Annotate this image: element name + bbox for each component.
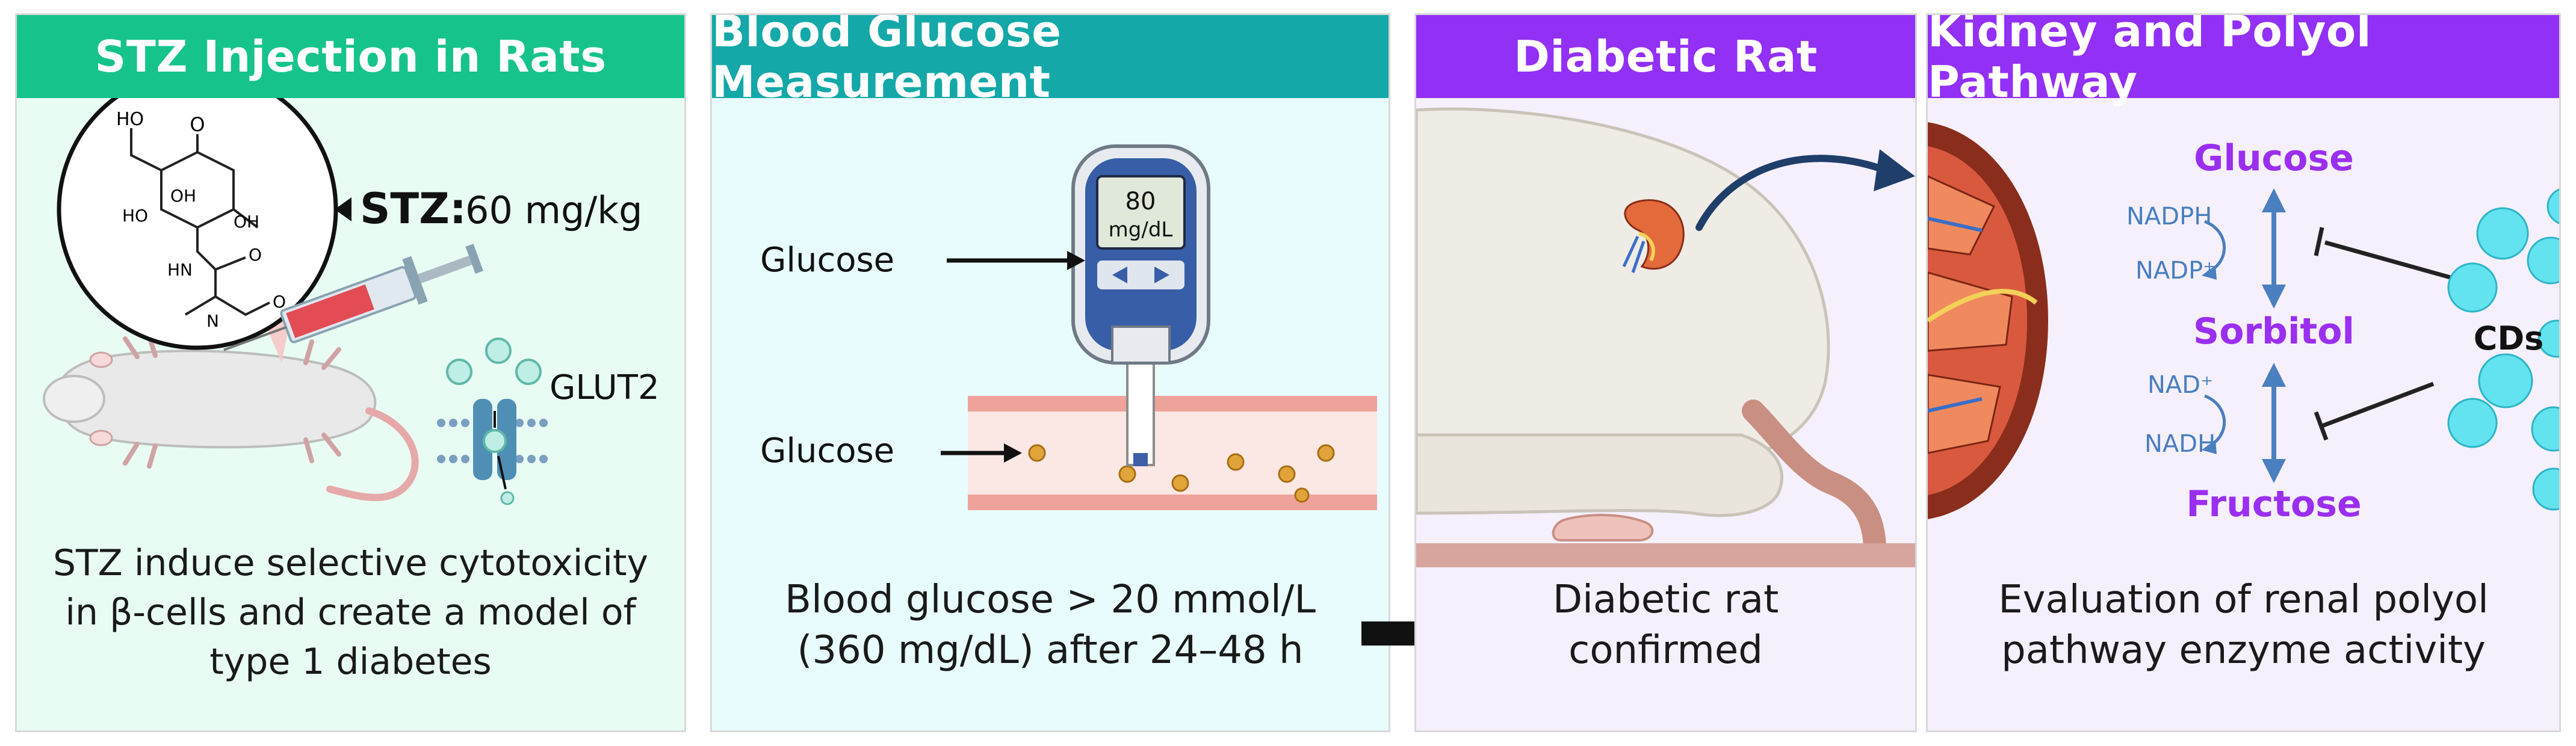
pointer-triangle-icon <box>335 197 351 221</box>
meter-reading-value: 80 <box>1125 188 1156 215</box>
panel-caption: Diabetic rat confirmed <box>1422 575 1909 676</box>
glut2-label: GLUT2 <box>550 368 660 407</box>
atom-label: OH <box>170 186 196 206</box>
metabolite-sorbitol: Sorbitol <box>2193 310 2355 353</box>
dose-label: STZ: <box>360 184 466 233</box>
panel-title: Blood Glucose Measurement <box>712 15 1389 107</box>
atom-label: HN <box>167 260 193 280</box>
rat-icon <box>1416 107 1915 567</box>
caption-line: STZ induce selective cytotoxicity <box>52 542 649 584</box>
curved-arrow-icon <box>1695 155 1889 231</box>
syringe-icon <box>223 244 483 351</box>
glut2-transporter-icon <box>437 338 548 505</box>
atom-label: N <box>206 311 219 331</box>
panel-blood-glucose: Blood Glucose Measurement 80 mg/ <box>710 13 1390 732</box>
caption-line: Evaluation of renal polyol <box>1998 578 2489 622</box>
panel-title: STZ Injection in Rats <box>17 15 684 98</box>
cds-label: CDs <box>2474 319 2544 357</box>
panel-kidney-polyol: Kidney and Polyol Pathway Glucose Sorbit… <box>1926 13 2561 732</box>
inhibition-icon <box>2314 227 2455 441</box>
meter-reading-unit: mg/dL <box>1109 218 1173 242</box>
stz-illustration: O HO OH HO OH HN O N O STZ: 60 mg/kg <box>43 98 660 505</box>
caption-line: in β-cells and create a model of <box>65 591 636 633</box>
atom-label: O <box>249 245 262 265</box>
cofactor-nadh: NADH <box>2144 430 2215 458</box>
glucose-illustration: 80 mg/dL Glucose Glucose <box>760 144 1377 510</box>
kidney-icon <box>1622 199 1685 273</box>
glucose-label-blood: Glucose <box>760 431 894 470</box>
atom-label: O <box>273 292 286 312</box>
panel-caption: STZ induce selective cytotoxicity in β-c… <box>23 538 678 686</box>
metabolite-glucose: Glucose <box>2194 137 2354 179</box>
blood-vessel-icon <box>968 396 1377 510</box>
metabolite-fructose: Fructose <box>2186 483 2361 525</box>
glucose-meter-icon <box>1071 144 1210 365</box>
caption-line: (360 mg/dL) after 24–48 h <box>797 628 1304 673</box>
cofactor-nad: NAD⁺ <box>2147 371 2213 399</box>
panel-caption: Evaluation of renal polyol pathway enzym… <box>1934 575 2553 676</box>
dose-value: 60 mg/kg <box>465 188 643 232</box>
rat-illustration <box>1416 107 1915 567</box>
stz-molecule-icon <box>130 128 270 316</box>
atom-label: HO <box>116 109 144 130</box>
caption-line: Diabetic rat <box>1552 578 1779 622</box>
panel-stz-injection: STZ Injection in Rats O HO OH HO OH HN O… <box>15 13 686 732</box>
double-arrow-icon <box>2262 188 2286 483</box>
atom-label: OH <box>234 212 259 232</box>
rat-supine-icon <box>43 334 419 501</box>
caption-line: confirmed <box>1568 628 1763 673</box>
panel-diabetic-rat: Diabetic Rat Diabetic rat confirmed <box>1414 13 1917 732</box>
panel-title: Kidney and Polyol Pathway <box>1928 15 2559 107</box>
cofactor-nadph: NADPH <box>2126 203 2212 230</box>
caption-line: type 1 diabetes <box>209 641 492 683</box>
panel-caption: Blood glucose > 20 mmol/L (360 mg/dL) af… <box>724 575 1376 676</box>
glucose-label-meter: Glucose <box>760 241 894 280</box>
atom-label: HO <box>122 206 148 226</box>
carbon-dots-icon <box>2447 188 2559 511</box>
polyol-illustration: Glucose Sorbitol Fructose NADPH NADP⁺ NA… <box>1928 122 2559 525</box>
caption-line: Blood glucose > 20 mmol/L <box>785 578 1316 622</box>
test-strip-icon <box>1126 362 1155 466</box>
cofactor-nadp: NADP⁺ <box>2135 257 2215 285</box>
atom-label: O <box>190 113 205 136</box>
caption-line: pathway enzyme activity <box>2001 628 2486 673</box>
panel-title: Diabetic Rat <box>1416 15 1915 98</box>
kidney-section-icon <box>1928 122 2048 519</box>
